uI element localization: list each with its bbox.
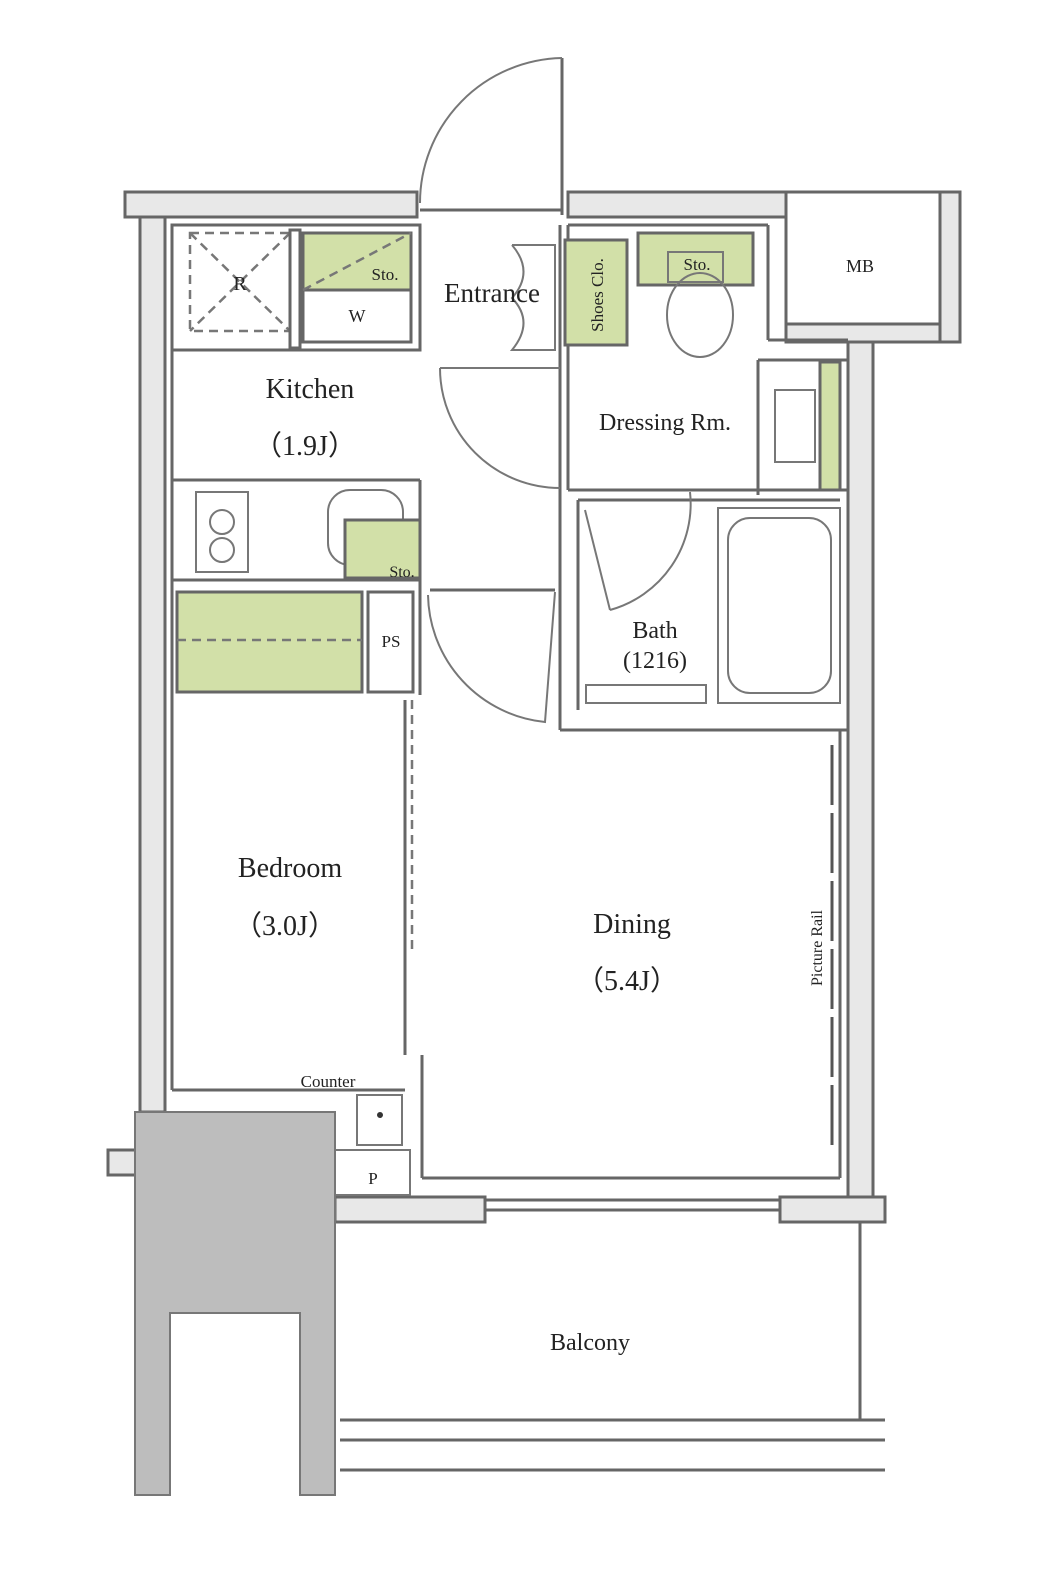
kitchen-storage — [343, 518, 422, 580]
balcony-rail — [340, 1222, 885, 1472]
label-p: P — [368, 1169, 377, 1188]
label-entrance: Entrance — [444, 278, 540, 308]
label-storage: Sto. — [372, 265, 399, 284]
label-refrigerator: R — [233, 273, 247, 295]
label-bath-size: (1216) — [623, 648, 687, 674]
label-kitchen-storage: Sto. — [389, 564, 414, 581]
label-bath: Bath — [632, 618, 677, 644]
shoe-closet-doors — [509, 244, 556, 351]
label-washer: W — [349, 306, 366, 326]
label-bedroom-size: （3.0J） — [234, 910, 336, 942]
toilet-storage — [636, 231, 755, 287]
label-bedroom: Bedroom — [238, 853, 342, 884]
entrance-door — [419, 57, 564, 215]
label-toilet-storage: Sto. — [684, 255, 711, 274]
label-kitchen-size: （1.9J） — [254, 430, 356, 462]
bath-door — [584, 491, 692, 611]
label-kitchen: Kitchen — [266, 374, 355, 405]
dining-door — [427, 591, 556, 724]
bedroom-closet — [175, 590, 364, 694]
stove-icon — [195, 491, 249, 573]
label-ps: PS — [382, 632, 401, 651]
refrigerator-space — [188, 231, 292, 333]
label-dressing: Dressing Rm. — [599, 410, 731, 436]
kitchen-door — [439, 367, 561, 489]
label-counter: Counter — [301, 1072, 356, 1091]
pillar — [134, 1111, 336, 1496]
label-balcony: Balcony — [550, 1330, 630, 1356]
outer-walls — [106, 190, 962, 1224]
label-mb: MB — [846, 256, 874, 276]
shoes-closet — [563, 238, 629, 347]
label-picture-rail: Picture Rail — [809, 909, 826, 986]
label-dining-size: （5.4J） — [576, 965, 678, 997]
label-dining: Dining — [593, 909, 671, 940]
label-shoes-closet: Shoes Clo. — [588, 258, 607, 332]
